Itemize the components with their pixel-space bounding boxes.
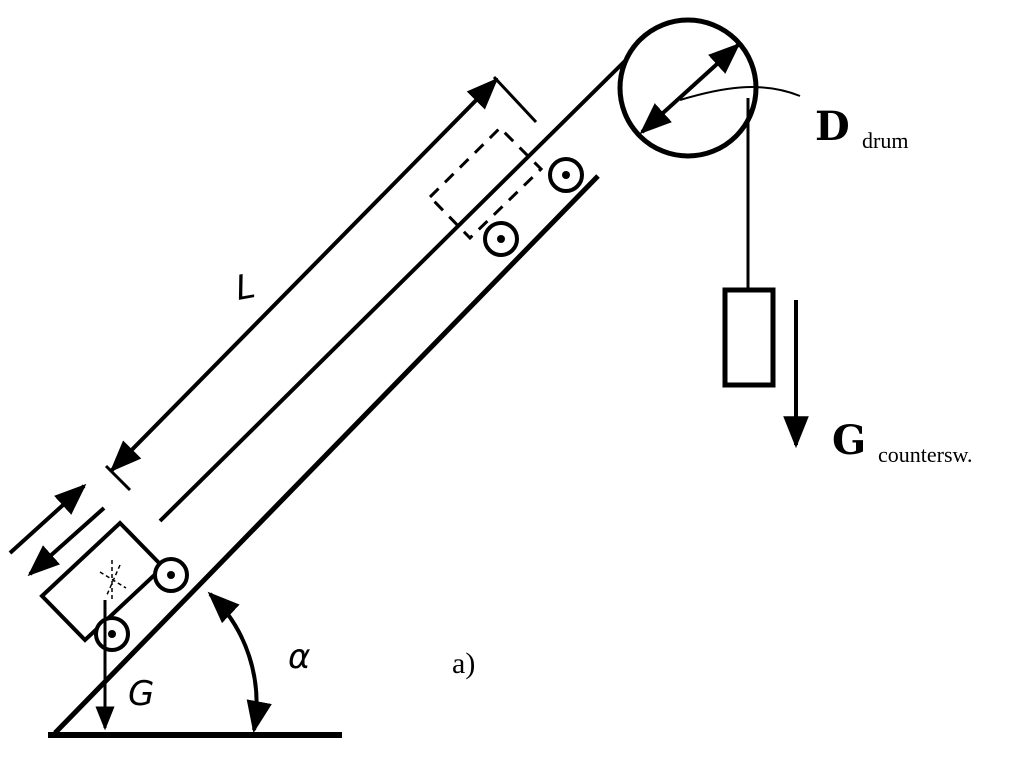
counterweight-label-main: G xyxy=(832,417,866,464)
incline-upper-rail xyxy=(158,56,630,523)
motion-arrow-up xyxy=(8,483,87,555)
weight-label: G xyxy=(128,674,154,714)
wheel-lower-1 xyxy=(153,557,189,593)
cart-upper-dashed xyxy=(427,125,544,241)
cart-lower-cg-mark xyxy=(99,560,127,600)
wheel-lower-2 xyxy=(94,616,130,652)
drum-label-sub: drum xyxy=(862,128,908,153)
motion-arrow-down xyxy=(27,506,106,577)
angle-arc xyxy=(207,591,272,734)
counterweight-label-sub: countersw. xyxy=(878,442,973,467)
dimension-extension-upper xyxy=(492,75,538,124)
incline-lower-rail xyxy=(53,174,600,735)
wheel-upper-2 xyxy=(483,221,519,257)
wheel-upper-1 xyxy=(548,157,584,193)
drum-leader-line xyxy=(679,86,801,101)
dimension-extension-lower xyxy=(104,464,132,492)
counterweight-block xyxy=(722,287,776,388)
dimension-length-arrow xyxy=(109,77,499,473)
length-label: L xyxy=(233,266,259,309)
drum-label-main: D xyxy=(815,103,850,150)
drum-diameter-arrow xyxy=(639,42,741,135)
figure-caption: a) xyxy=(452,647,475,680)
angle-label: α xyxy=(288,637,310,677)
